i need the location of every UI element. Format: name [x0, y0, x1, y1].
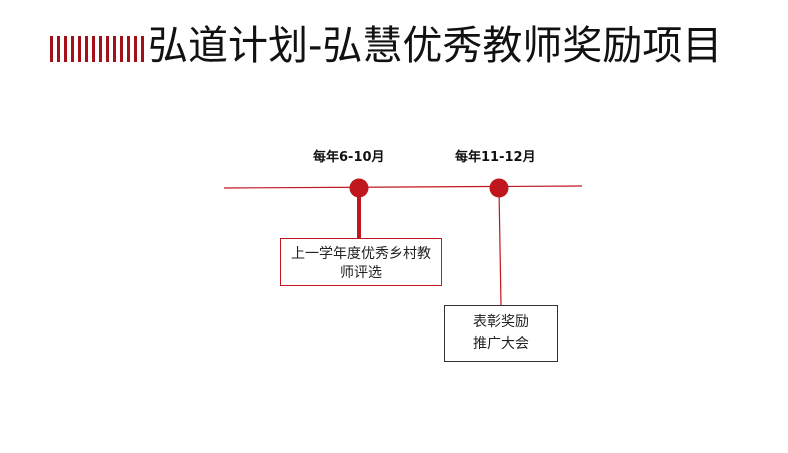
title-stripe-decoration: [50, 36, 145, 62]
connector-2: [498, 188, 502, 306]
slide-title: 弘道计划-弘慧优秀教师奖励项目: [148, 23, 723, 69]
milestone-event-line-1: 表彰奖励: [473, 314, 529, 330]
milestone-marker-1: [349, 178, 369, 198]
milestone-date-1: 每年6-10月: [313, 150, 385, 165]
timeline-axis: [223, 185, 583, 189]
milestone-date-2: 每年11-12月: [455, 150, 536, 165]
milestone-marker-2: [489, 178, 509, 198]
milestone-event-line-2: 推广大会: [473, 336, 529, 352]
milestone-event-box-1: 上一学年度优秀乡村教师评选: [280, 238, 442, 286]
milestone-event-box-2: 表彰奖励 推广大会: [444, 305, 558, 362]
